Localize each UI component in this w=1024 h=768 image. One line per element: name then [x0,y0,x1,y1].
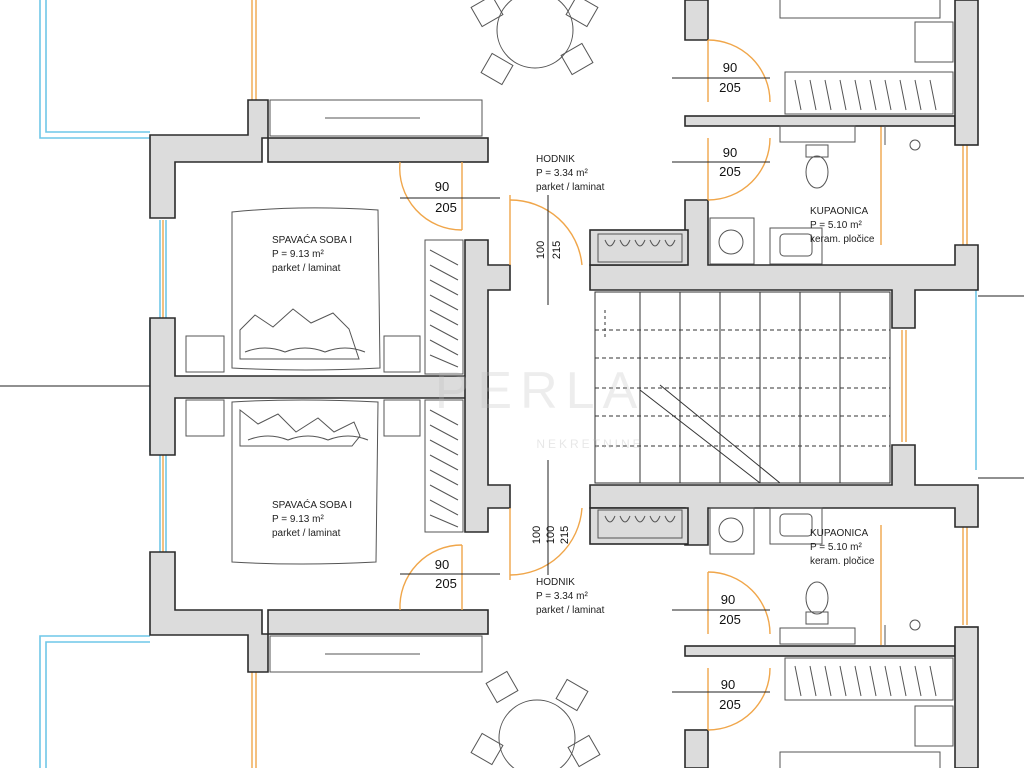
room-area: P = 5.10 m² [810,542,862,553]
door-dim-4: 90 205 [435,557,457,591]
sink-top [769,227,823,265]
washing-machine-bottom [709,507,755,555]
dimension-lines [0,77,1024,693]
door-width: 90 [721,677,735,692]
room-floor: parket / laminat [272,263,341,274]
label-bathroom-bottom: KUPAONICA P = 5.10 m² keram. pločice [810,528,875,567]
door-swings [399,39,771,731]
door-height: 205 [719,612,741,627]
door-width: 100 [535,241,547,259]
bed-partial-bottom-right [779,705,954,768]
door-dim-8: 100 215 [535,241,563,259]
door-height: 205 [435,200,457,215]
bed-bottom [231,399,379,565]
bed-partial-top-right [779,0,954,63]
nightstands [185,335,421,437]
door-dim-5: 90 205 [719,592,741,627]
sink-bottom [769,507,823,545]
window-left-bedroom-top [159,220,167,318]
window-top-left [39,0,150,139]
wardrobe-top [424,239,464,375]
shoe-rack-top [597,233,683,263]
shower-top [884,126,921,151]
room-area: P = 9.13 m² [272,249,324,260]
room-name: SPAVAĆA SOBA I [272,498,352,511]
room-name: KUPAONICA [810,528,868,539]
door-dim-3: 90 205 [435,179,457,215]
toilet-top [779,125,856,189]
door-dim-6: 90 205 [719,677,741,712]
room-floor: keram. pločice [810,556,875,567]
room-floor: parket / laminat [536,605,605,616]
toilet-bottom [779,581,856,645]
label-bedroom-top: SPAVAĆA SOBA I P = 9.13 m² parket / lami… [272,233,352,274]
shelving-bottom [784,657,954,701]
door-width: 90 [723,60,737,75]
door-height: 215 [551,241,563,259]
door-width: 90 [723,145,737,160]
walls [149,0,979,768]
door-dim-1: 90 205 [719,60,741,95]
label-bedroom-bottom: SPAVAĆA SOBA I P = 9.13 m² parket / lami… [272,498,352,539]
label-hallway-top: HODNIK P = 3.34 m² parket / laminat [536,154,605,193]
label-bathroom-top: KUPAONICA P = 5.10 m² keram. pločice [810,206,875,245]
window-bottom-left [39,635,150,768]
door-dim-9: 100 100 215 [531,526,571,544]
cabinets [269,99,483,673]
door-height: 205 [719,164,741,179]
room-area: P = 9.13 m² [272,514,324,525]
door-width: 90 [721,592,735,607]
room-area: P = 5.10 m² [810,220,862,231]
watermark-subtitle: NEKRETNINE [536,437,643,451]
door-height: 205 [435,576,457,591]
window-left-bedroom-bottom [159,455,167,552]
door-width: 100 [531,526,543,544]
label-hallway-bottom: HODNIK P = 3.34 m² parket / laminat [536,577,605,616]
room-name: SPAVAĆA SOBA I [272,233,352,246]
door-height: 205 [719,80,741,95]
door-width: 90 [435,179,449,194]
room-floor: keram. pločice [810,234,875,245]
room-area: P = 3.34 m² [536,591,588,602]
dining-table-top [470,0,599,86]
shoe-rack-bottom [597,509,683,539]
shelving-top [784,71,954,115]
shower-bottom [884,619,921,645]
wardrobe-bottom [424,399,464,533]
room-name: HODNIK [536,577,575,588]
dining-table-bottom [470,670,601,768]
washing-machine-top [709,217,755,265]
watermark-logo: PERLA [435,362,646,420]
glazing-lines [162,0,968,768]
door-dim-2: 90 205 [719,145,741,179]
room-name: HODNIK [536,154,575,165]
bed-top [231,207,381,371]
door-height: 205 [719,697,741,712]
door-height: 215 [559,526,571,544]
door-width: 90 [435,557,449,572]
room-floor: parket / laminat [272,528,341,539]
room-floor: parket / laminat [536,182,605,193]
staircase [594,291,891,484]
door-width-dup: 100 [545,526,557,544]
room-name: KUPAONICA [810,206,868,217]
room-area: P = 3.34 m² [536,168,588,179]
